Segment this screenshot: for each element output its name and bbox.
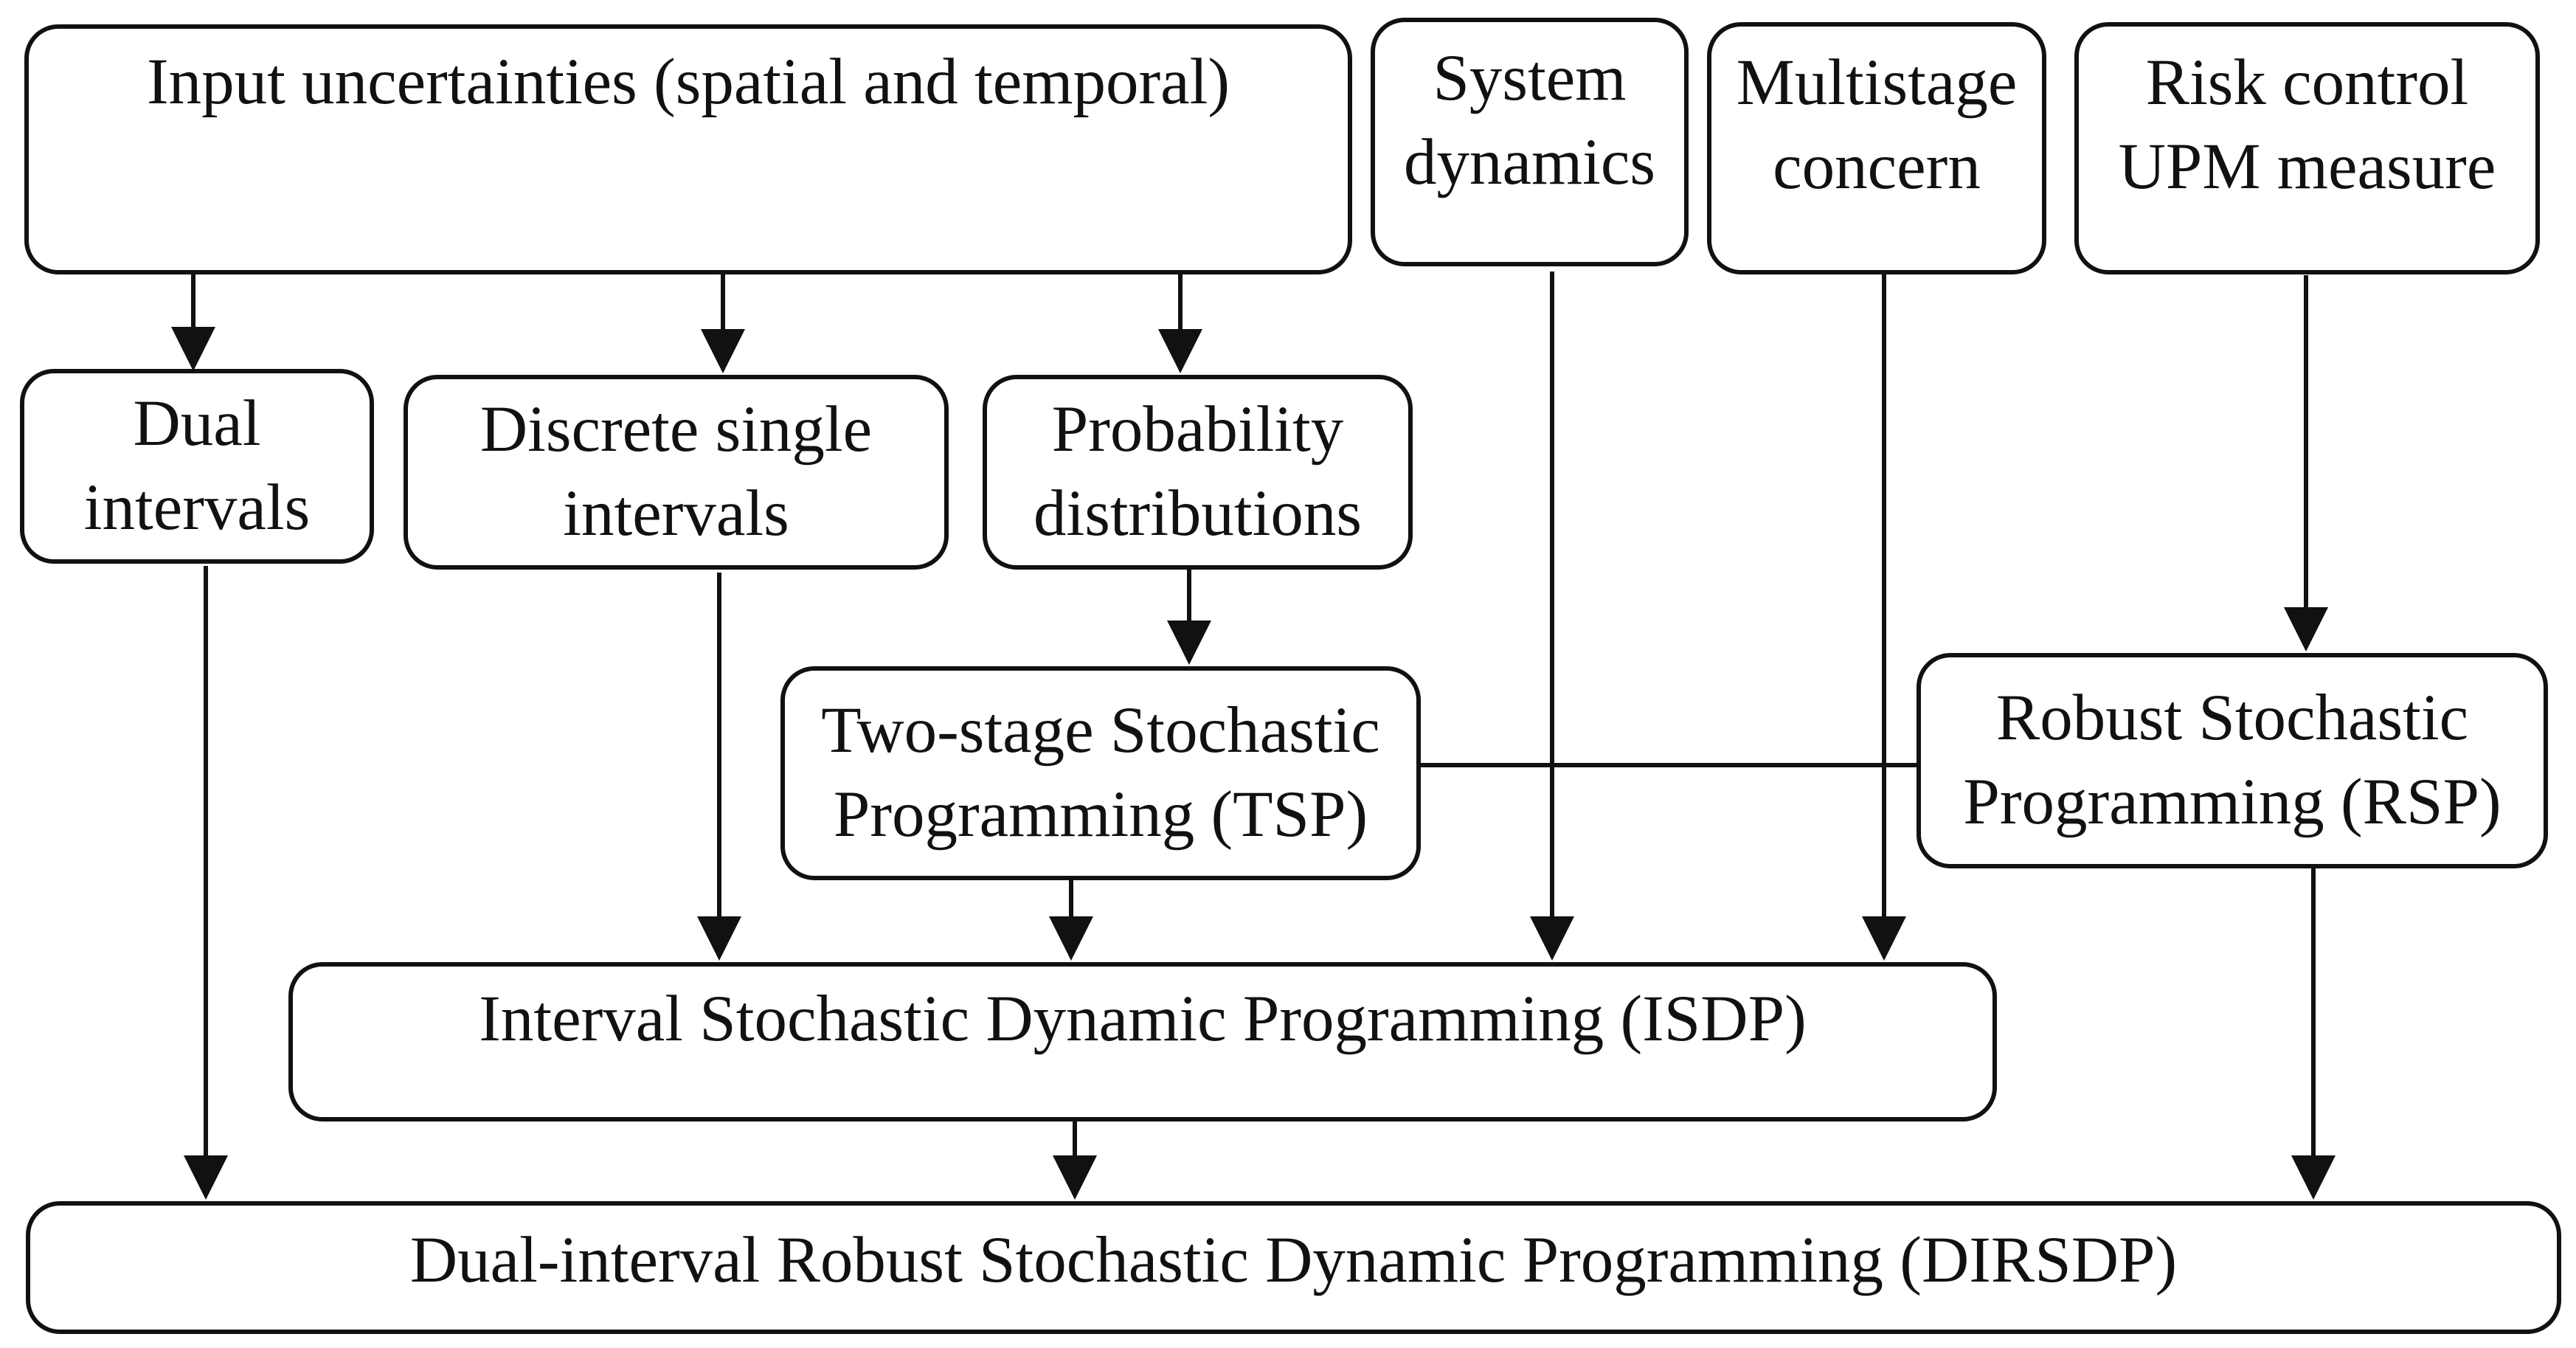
node-input-uncertainties-label: Input uncertainties (spatial and tempora… bbox=[147, 46, 1230, 118]
node-multistage-concern: Multistage concern bbox=[1707, 22, 2046, 274]
node-multistage-concern-label: Multistage concern bbox=[1736, 46, 2018, 203]
node-dual-intervals-label: Dual intervals bbox=[83, 387, 311, 544]
node-discrete-single-intervals-label: Discrete single intervals bbox=[479, 393, 873, 550]
node-two-stage-stochastic-programming-label: Two-stage Stochastic Programming (TSP) bbox=[821, 694, 1380, 851]
node-two-stage-stochastic-programming: Two-stage Stochastic Programming (TSP) bbox=[780, 666, 1421, 880]
node-system-dynamics-label: System dynamics bbox=[1403, 42, 1656, 198]
node-risk-control-label: Risk control UPM measure bbox=[2118, 46, 2496, 203]
node-probability-distributions: Probability distributions bbox=[983, 375, 1413, 570]
node-input-uncertainties: Input uncertainties (spatial and tempora… bbox=[24, 24, 1352, 274]
node-dirsdp-label: Dual-interval Robust Stochastic Dynamic … bbox=[409, 1224, 2178, 1297]
node-isdp-label: Interval Stochastic Dynamic Programming … bbox=[479, 983, 1807, 1056]
node-robust-stochastic-programming: Robust Stochastic Programming (RSP) bbox=[1917, 653, 2548, 868]
node-probability-distributions-label: Probability distributions bbox=[1033, 393, 1363, 550]
node-robust-stochastic-programming-label: Robust Stochastic Programming (RSP) bbox=[1963, 682, 2501, 838]
node-dual-intervals: Dual intervals bbox=[20, 369, 374, 564]
node-system-dynamics: System dynamics bbox=[1371, 18, 1689, 266]
node-isdp: Interval Stochastic Dynamic Programming … bbox=[288, 962, 1997, 1121]
node-risk-control: Risk control UPM measure bbox=[2074, 22, 2540, 274]
node-dirsdp: Dual-interval Robust Stochastic Dynamic … bbox=[26, 1201, 2561, 1334]
node-discrete-single-intervals: Discrete single intervals bbox=[404, 375, 949, 570]
